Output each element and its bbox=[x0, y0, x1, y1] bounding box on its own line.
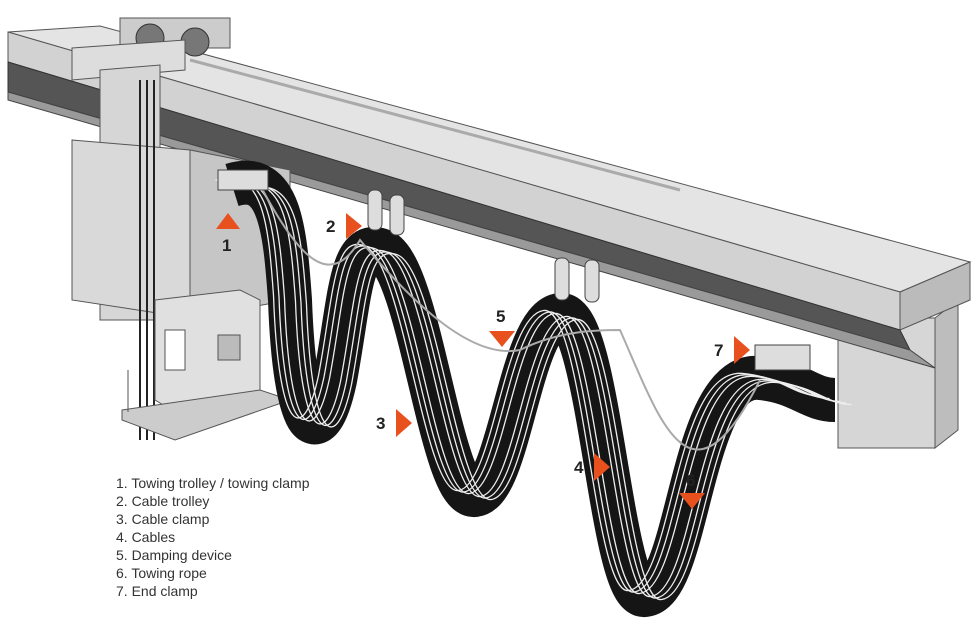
legend-item: 2. Cable trolley bbox=[116, 493, 210, 509]
cable-separator bbox=[226, 180, 830, 595]
cable-trolleys bbox=[217, 169, 811, 371]
callout-label: 1 bbox=[222, 236, 231, 255]
arrow-right-icon bbox=[734, 336, 750, 364]
cable-separator bbox=[220, 179, 825, 593]
cables bbox=[215, 160, 852, 617]
callout-5: 5 bbox=[489, 307, 515, 347]
callout-label: 4 bbox=[574, 458, 584, 477]
callout-label: 5 bbox=[496, 307, 505, 326]
arrow-down-icon bbox=[679, 493, 705, 509]
legend-item: 7. End clamp bbox=[116, 583, 198, 599]
towing-rope bbox=[259, 184, 761, 451]
legend-item: 4. Cables bbox=[116, 529, 176, 545]
arrow-down-icon bbox=[489, 331, 515, 347]
callout-4: 4 bbox=[574, 453, 610, 481]
callout-1: 1 bbox=[216, 213, 240, 255]
cable-separator bbox=[242, 185, 847, 599]
crane-housing bbox=[71, 17, 292, 441]
callout-3: 3 bbox=[376, 409, 412, 437]
legend-item: 5. Damping device bbox=[116, 547, 232, 563]
arrow-right-icon bbox=[346, 213, 362, 239]
cable-separator bbox=[215, 177, 819, 592]
callout-6: 6 bbox=[679, 471, 705, 509]
callout-label: 7 bbox=[714, 341, 723, 360]
legend-item: 1. Towing trolley / towing clamp bbox=[116, 475, 310, 491]
arrow-right-icon bbox=[594, 453, 610, 481]
legend: 1. Towing trolley / towing clamp 2. Cabl… bbox=[116, 474, 310, 600]
callouts: 1 2 3 4 5 6 7 bbox=[216, 213, 750, 509]
arrow-right-icon bbox=[396, 409, 412, 437]
callout-label: 3 bbox=[376, 414, 385, 433]
callout-2: 2 bbox=[326, 213, 362, 239]
cable-separator bbox=[248, 186, 852, 601]
callout-7: 7 bbox=[714, 336, 750, 364]
callout-label: 6 bbox=[686, 471, 695, 490]
callout-label: 2 bbox=[326, 217, 335, 236]
legend-item: 3. Cable clamp bbox=[116, 511, 210, 527]
arrow-up-icon bbox=[216, 213, 240, 229]
legend-item: 6. Towing rope bbox=[116, 565, 207, 581]
